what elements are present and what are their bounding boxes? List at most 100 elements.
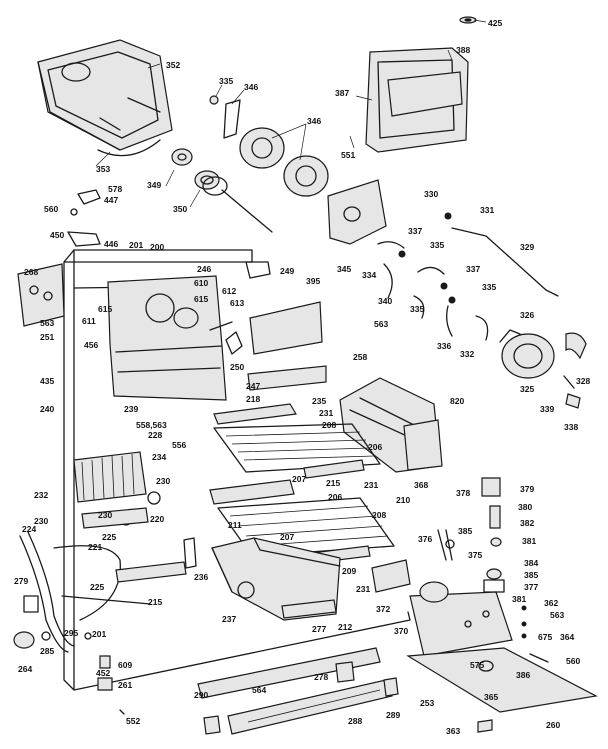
- part-353-drawing: [97, 139, 161, 157]
- part-label: 612: [222, 286, 236, 296]
- part-345-drawing: [327, 179, 387, 245]
- solenoid-drawing: [499, 329, 587, 409]
- part-label: 564: [252, 685, 266, 695]
- dispenser-cups-drawing: [209, 95, 329, 197]
- part-label: 206: [328, 492, 342, 502]
- part-label: 368: [414, 480, 428, 490]
- part-label: 249: [280, 266, 294, 276]
- part-label: 215: [326, 478, 340, 488]
- part-label: 247: [246, 381, 260, 391]
- part-label: 350: [173, 204, 187, 214]
- part-label: 337: [408, 226, 422, 236]
- linkages-drawing: [377, 212, 489, 341]
- part-label: 295: [64, 628, 78, 638]
- part-label: 253: [420, 698, 434, 708]
- part-label: 382: [520, 518, 534, 528]
- part-label: 372: [376, 604, 390, 614]
- part-395-drawing: [249, 301, 323, 355]
- part-label: 231: [356, 584, 370, 594]
- part-label: 235: [312, 396, 326, 406]
- part-label: 611: [82, 316, 96, 326]
- drain-tubing-drawing: [19, 531, 121, 653]
- part-label: 345: [337, 264, 351, 274]
- part-label: 237: [222, 614, 236, 624]
- part-label: 452: [96, 668, 110, 678]
- part-label: 370: [394, 626, 408, 636]
- evaporator-cover-drawing: [107, 275, 227, 401]
- part-label: 230: [98, 510, 112, 520]
- part-label: 551: [341, 150, 355, 160]
- part-label: 332: [460, 349, 474, 359]
- part-label: 224: [22, 524, 36, 534]
- part-label: 387: [335, 88, 349, 98]
- part-label: 331: [480, 205, 494, 215]
- part-label: 268: [24, 267, 38, 277]
- ice-bucket-drawing: [37, 39, 173, 151]
- part-label: 615: [194, 294, 208, 304]
- part-label: 365: [484, 692, 498, 702]
- part-label: 277: [312, 624, 326, 634]
- part-236-drawing: [183, 537, 197, 569]
- part-label: 447: [104, 195, 118, 205]
- auger-assembly-drawing: [171, 148, 273, 233]
- part-258-drawing: [247, 365, 327, 391]
- part-label: 335: [430, 240, 444, 250]
- part-label: 552: [126, 716, 140, 726]
- part-label: 239: [124, 404, 138, 414]
- part-label: 560: [44, 204, 58, 214]
- part-label: 563: [40, 318, 54, 328]
- part-label: 208: [322, 420, 336, 430]
- part-label: 346: [244, 82, 258, 92]
- part-label: 381: [522, 536, 536, 546]
- part-label: 210: [396, 495, 410, 505]
- part-label: 328: [576, 376, 590, 386]
- part-label: 232: [34, 490, 48, 500]
- part-label: 378: [456, 488, 470, 498]
- part-label: 456: [84, 340, 98, 350]
- part-label: 200: [150, 242, 164, 252]
- part-label: 558,563: [136, 420, 167, 430]
- shelves-drawing: [209, 403, 395, 565]
- part-label: 385: [458, 526, 472, 536]
- dispenser-door-drawing: [365, 47, 469, 153]
- part-label: 425: [488, 18, 502, 28]
- part-label: 381: [512, 594, 526, 604]
- part-label: 201: [129, 240, 143, 250]
- part-label: 221: [88, 542, 102, 552]
- part-label: 228: [148, 430, 162, 440]
- part-label: 335: [219, 76, 233, 86]
- part-label: 290: [194, 690, 208, 700]
- part-label: 218: [246, 394, 260, 404]
- part-label: 261: [118, 680, 132, 690]
- part-label: 201: [92, 629, 106, 639]
- part-label: 353: [96, 164, 110, 174]
- part-label: 385: [524, 570, 538, 580]
- part-label: 379: [520, 484, 534, 494]
- part-label: 220: [150, 514, 164, 524]
- part-label: 325: [520, 384, 534, 394]
- part-label: 207: [280, 532, 294, 542]
- part-label: 209: [342, 566, 356, 576]
- misc-bottom-parts-drawing: [13, 631, 494, 735]
- part-label: 246: [197, 264, 211, 274]
- part-260-drawing: [406, 647, 598, 713]
- part-label: 251: [40, 332, 54, 342]
- part-label: 563: [550, 610, 564, 620]
- small-brackets-drawing: [67, 189, 101, 247]
- part-label: 352: [166, 60, 180, 70]
- part-label: 376: [418, 534, 432, 544]
- part-label: 364: [560, 632, 574, 642]
- part-label: 380: [518, 502, 532, 512]
- part-label: 250: [230, 362, 244, 372]
- control-switches-drawing: [437, 477, 505, 593]
- part-label: 349: [147, 180, 161, 190]
- part-label: 556: [172, 440, 186, 450]
- machine-compartment-drawing: [409, 581, 513, 657]
- part-label: 208: [372, 510, 386, 520]
- part-label: 384: [524, 558, 538, 568]
- part-label: 613: [230, 298, 244, 308]
- part-label: 675: [538, 632, 552, 642]
- part-label: 609: [118, 660, 132, 670]
- part-label: 615: [98, 304, 112, 314]
